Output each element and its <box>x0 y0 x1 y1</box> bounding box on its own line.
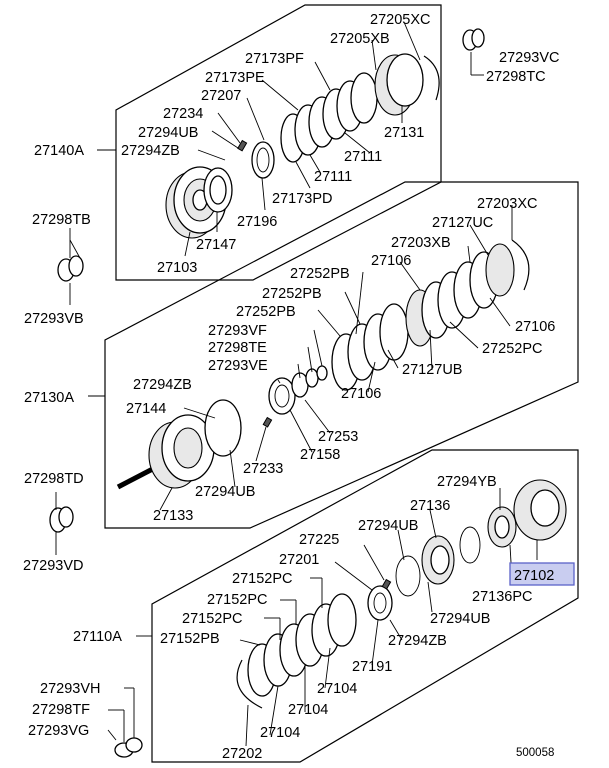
label-27293VD[interactable]: 27293VD <box>23 558 83 574</box>
label-27252PC[interactable]: 27252PC <box>482 341 542 357</box>
label-27294UB[interactable]: 27294UB <box>138 125 198 141</box>
label-27294UB[interactable]: 27294UB <box>430 611 490 627</box>
label-27136PC[interactable]: 27136PC <box>472 589 532 605</box>
label-27131[interactable]: 27131 <box>384 125 424 141</box>
label-27203XB[interactable]: 27203XB <box>391 235 451 251</box>
diagram-number: 500058 <box>516 747 554 759</box>
label-27173PD[interactable]: 27173PD <box>272 191 332 207</box>
label-27205XB[interactable]: 27205XB <box>330 31 390 47</box>
loose-parts <box>49 28 485 758</box>
label-27298TE[interactable]: 27298TE <box>208 340 267 356</box>
label-27294ZB[interactable]: 27294ZB <box>121 143 180 159</box>
label-27293VE[interactable]: 27293VE <box>208 358 268 374</box>
label-27298TB[interactable]: 27298TB <box>32 212 91 228</box>
label-27294UB[interactable]: 27294UB <box>358 518 418 534</box>
group-frame-27110A <box>151 449 579 763</box>
label-27152PC[interactable]: 27152PC <box>232 571 292 587</box>
assembly-27140A <box>165 53 440 239</box>
label-27102[interactable]: 27102 <box>514 568 554 584</box>
label-27207[interactable]: 27207 <box>201 88 241 104</box>
label-27111[interactable]: 27111 <box>314 169 352 185</box>
label-27234[interactable]: 27234 <box>163 106 203 122</box>
label-27253[interactable]: 27253 <box>318 429 358 445</box>
group-label-27130A[interactable]: 27130A <box>24 390 74 406</box>
label-27293VG[interactable]: 27293VG <box>28 723 89 739</box>
label-27294ZB[interactable]: 27294ZB <box>388 633 447 649</box>
label-27201[interactable]: 27201 <box>279 552 319 568</box>
label-27106[interactable]: 27106 <box>515 319 555 335</box>
label-27298TC[interactable]: 27298TC <box>486 69 546 85</box>
label-27202[interactable]: 27202 <box>222 746 262 762</box>
label-27152PC[interactable]: 27152PC <box>207 592 267 608</box>
label-27252PB[interactable]: 27252PB <box>236 304 296 320</box>
label-27294YB[interactable]: 27294YB <box>437 474 497 490</box>
leader-lines <box>55 21 538 747</box>
label-27152PC[interactable]: 27152PC <box>182 611 242 627</box>
highlight-box-27102 <box>509 562 575 586</box>
label-27104[interactable]: 27104 <box>317 681 357 697</box>
label-27111[interactable]: 27111 <box>344 149 382 165</box>
label-27133[interactable]: 27133 <box>153 508 193 524</box>
label-27298TF[interactable]: 27298TF <box>32 702 90 718</box>
label-27293VF[interactable]: 27293VF <box>208 323 267 339</box>
label-27191[interactable]: 27191 <box>352 659 392 675</box>
label-27252PB[interactable]: 27252PB <box>262 286 322 302</box>
label-27144[interactable]: 27144 <box>126 401 166 417</box>
label-27196[interactable]: 27196 <box>237 214 277 230</box>
label-27152PB[interactable]: 27152PB <box>160 631 220 647</box>
group-frame-27140A <box>115 4 442 281</box>
part-labels: 27205XC 27205XB 27173PF 27173PE 27207 27… <box>23 12 559 762</box>
label-27294UB[interactable]: 27294UB <box>195 484 255 500</box>
label-27103[interactable]: 27103 <box>157 260 197 276</box>
label-27225[interactable]: 27225 <box>299 532 339 548</box>
label-27136[interactable]: 27136 <box>410 498 450 514</box>
label-27203XC[interactable]: 27203XC <box>477 196 537 212</box>
label-27298TD[interactable]: 27298TD <box>24 471 84 487</box>
group-label-27140A[interactable]: 27140A <box>34 143 84 159</box>
label-27127UB[interactable]: 27127UB <box>402 362 462 378</box>
label-27173PF[interactable]: 27173PF <box>245 51 304 67</box>
group-frame-27130A <box>104 181 579 529</box>
label-27127UC[interactable]: 27127UC <box>432 215 493 231</box>
label-27106[interactable]: 27106 <box>371 253 411 269</box>
label-27158[interactable]: 27158 <box>300 447 340 463</box>
label-27104[interactable]: 27104 <box>260 725 300 741</box>
group-label-27110A[interactable]: 27110A <box>73 629 122 645</box>
label-27294ZB[interactable]: 27294ZB <box>133 377 192 393</box>
label-27104[interactable]: 27104 <box>288 702 328 718</box>
label-27233[interactable]: 27233 <box>243 461 283 477</box>
label-27205XC[interactable]: 27205XC <box>370 12 430 28</box>
assembly-27130A <box>116 239 530 490</box>
label-27106[interactable]: 27106 <box>341 386 381 402</box>
label-27293VC[interactable]: 27293VC <box>499 50 559 66</box>
label-27293VH[interactable]: 27293VH <box>40 681 100 697</box>
label-27147[interactable]: 27147 <box>196 237 236 253</box>
label-27293VB[interactable]: 27293VB <box>24 311 84 327</box>
label-27173PE[interactable]: 27173PE <box>205 70 265 86</box>
label-27252PB[interactable]: 27252PB <box>290 266 350 282</box>
